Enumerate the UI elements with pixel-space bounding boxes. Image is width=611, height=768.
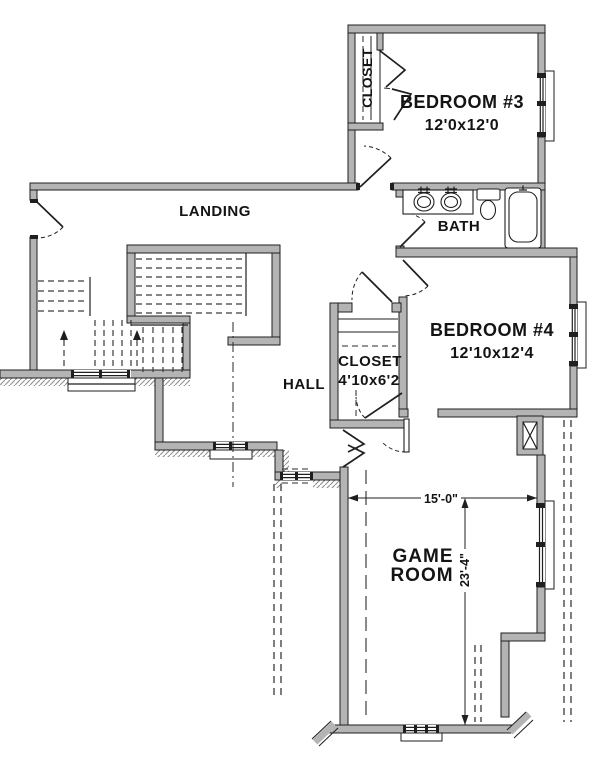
room-label-bath: BATH [438,218,481,235]
room-label-hall-closet: CLOSET [338,353,402,370]
room-label-bedroom3: BEDROOM #3 [400,92,524,112]
double-door [378,49,413,121]
window [537,70,555,142]
doors [30,49,429,468]
door-swing [402,259,429,297]
room-labels: LANDING BEDROOM #3 12'0x12'0 CLOSET BATH… [179,48,554,586]
window [209,442,253,460]
window [536,500,555,590]
closet-details [338,36,398,418]
room-label-hall: HALL [283,376,325,393]
double-door [342,429,366,468]
window [67,370,136,392]
stair-treads [136,253,247,316]
dimension-depth: 23'-4" [458,498,472,725]
room-label-game-line1: GAME [393,546,454,567]
room-label-bedroom4: BEDROOM #4 [430,320,554,340]
stair-direction-arrow [133,330,141,366]
toilet [476,188,501,221]
window [280,468,313,484]
bathroom-fixtures [402,185,542,249]
door-swing [30,199,64,239]
room-dims-bedroom4: 12'10x12'4 [450,345,534,362]
room-label-bedroom3-closet: CLOSET [359,48,375,108]
door-swing [382,418,410,453]
room-label-game-line2: ROOM [390,565,453,586]
double-vanity [402,186,474,215]
window [400,725,443,742]
chase-box [516,415,544,456]
stair-treads [94,320,188,372]
dimension-width: 15'-0" [348,492,537,506]
room-label-landing: LANDING [179,203,251,220]
roof-overhang-lines [232,322,572,722]
dimension-width-label: 15'-0" [424,492,458,506]
door-swing [355,392,403,419]
window [569,301,587,369]
windows [67,70,587,742]
stair-direction-arrow [60,330,68,366]
stair-treads [38,277,91,316]
room-dims-hall-closet: 4'10x6'2 [338,372,399,389]
staircase [38,253,247,372]
dimension-depth-label: 23'-4" [458,553,472,587]
door-swing [399,211,426,248]
room-dims-bedroom3: 12'0x12'0 [425,117,499,134]
bathtub [504,185,542,249]
door-swing [351,271,393,303]
door-swing [356,145,394,190]
